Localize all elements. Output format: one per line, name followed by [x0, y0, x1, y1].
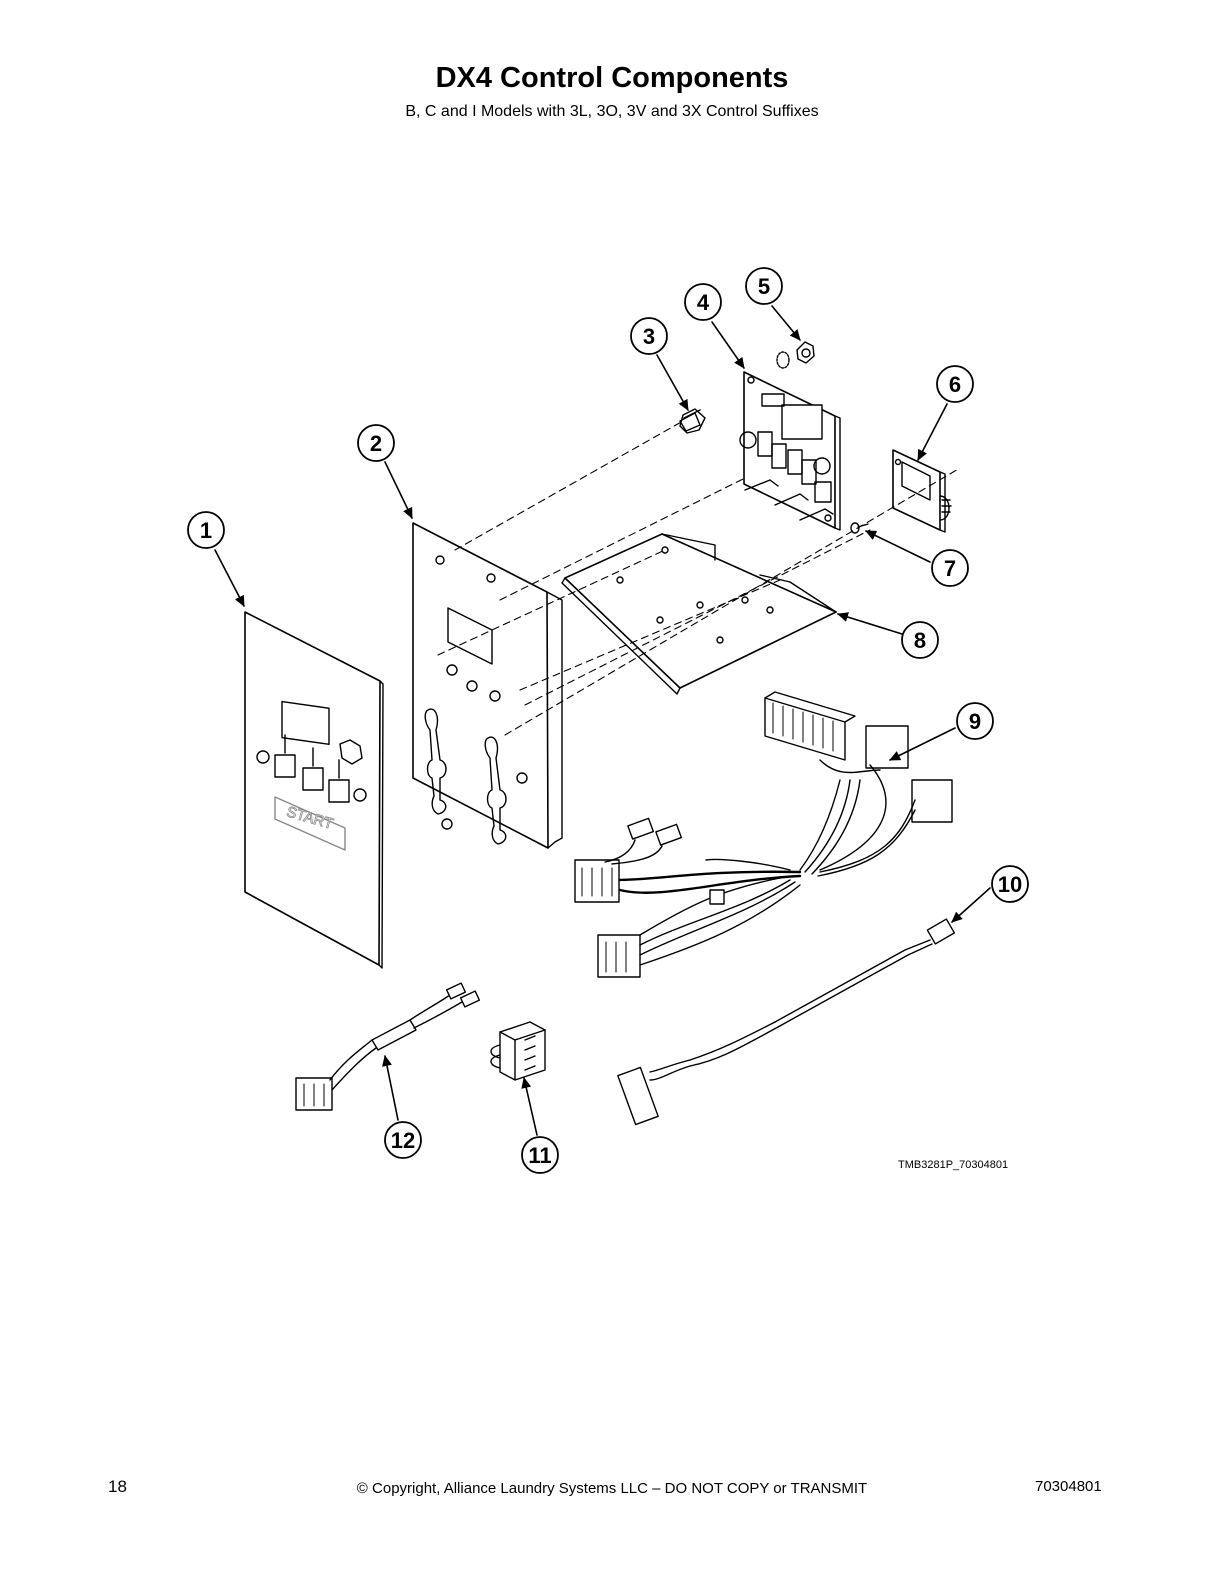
alignment-lines: [437, 420, 961, 736]
mounting-bracket-part: [561, 533, 837, 695]
callout-5-label: 5: [758, 274, 770, 299]
copyright-notice: © Copyright, Alliance Laundry Systems LL…: [356, 1480, 868, 1497]
page-number: 18: [108, 1477, 127, 1496]
figure-id: TMB3281P_70304801: [898, 1159, 1009, 1171]
circuit-board-part: [739, 371, 841, 531]
callout-3-label: 3: [643, 324, 655, 349]
callout-12-label: 12: [391, 1128, 415, 1153]
callout-4-label: 4: [697, 290, 710, 315]
page-title: DX4 Control Components: [435, 62, 789, 94]
callout-1-label: 1: [200, 518, 212, 543]
nut-washer-part: [776, 341, 815, 369]
jumper-harness-part: [295, 982, 481, 1111]
callout-2-label: 2: [370, 431, 382, 456]
callout-6-label: 6: [949, 372, 961, 397]
sensor-board-part: [892, 449, 952, 533]
page-subtitle: B, C and I Models with 3L, 3O, 3V and 3X…: [405, 103, 819, 120]
callout-9-label: 9: [969, 709, 981, 734]
callout-circles: [187, 267, 1029, 1174]
callout-10-label: 10: [998, 872, 1022, 897]
main-wire-harness-part: [574, 691, 953, 978]
callout-8-label: 8: [914, 628, 926, 653]
control-plate-part: [412, 522, 563, 849]
sensor-wire-harness-part: [617, 918, 956, 1126]
callout-7-label: 7: [944, 556, 956, 581]
keypad-overlay-part: START: [244, 611, 384, 969]
standoff-part: [679, 408, 706, 434]
leader-arrows: [214, 305, 991, 1136]
connector-block-part: [490, 1021, 546, 1081]
callout-11-label: 11: [528, 1143, 551, 1168]
document-number: 70304801: [1035, 1478, 1102, 1495]
